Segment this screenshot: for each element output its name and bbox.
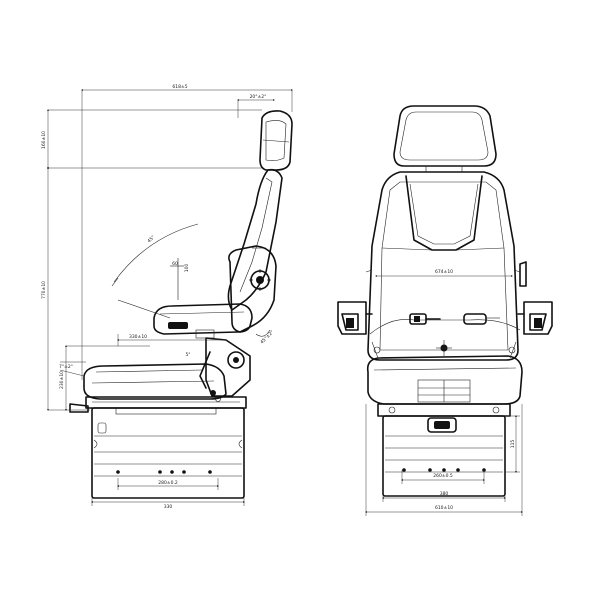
side-lower-linkage <box>195 329 251 397</box>
dim-front-base-mounting: 260±0.5 <box>433 473 453 479</box>
dim-lumbar-b: 100 <box>184 264 190 273</box>
front-left-armrest <box>337 301 381 359</box>
dim-overall-height: 770±10 <box>41 281 47 299</box>
front-right-armrest <box>508 301 553 359</box>
side-seat-cushion <box>83 363 227 400</box>
dim-overall-width: 610±10 <box>435 505 453 511</box>
dim-backrest-recline: 45° <box>146 234 156 244</box>
dim-base-mounting: 280±0.2 <box>158 480 178 486</box>
front-headrest <box>393 105 497 172</box>
dim-armrest-span: 674±10 <box>435 269 453 275</box>
dim-seat-height: 230±10 <box>59 371 65 389</box>
dim-suspension-height: 115 <box>510 440 516 449</box>
dim-base-width: 330 <box>164 504 173 510</box>
front-seat-cushion <box>366 355 523 405</box>
backrest-recline-arc <box>113 223 199 283</box>
dim-headrest-height: 160±10 <box>41 131 47 149</box>
dim-armrest-tilt: 45°±2° <box>259 329 275 345</box>
dim-lumbar-a: 60 <box>172 261 178 267</box>
side-dimension-lines <box>47 89 293 506</box>
dim-armrest-length: 330±10 <box>129 334 147 340</box>
dim-overall-depth: 618±5 <box>172 84 187 90</box>
side-headrest <box>259 110 293 171</box>
front-control-cable <box>369 313 521 356</box>
front-view: 674±10 260±0.5 380 115 610±10 <box>337 105 553 516</box>
front-dimension-lines <box>365 275 523 516</box>
side-armrest <box>153 303 253 335</box>
front-backrest <box>365 171 527 361</box>
dim-front-base-width: 380 <box>440 491 449 497</box>
dim-headrest-tilt: 20°±2° <box>250 94 267 100</box>
dim-cushion-tilt: 7°±2° <box>59 364 73 370</box>
side-recline-mechanism <box>228 245 277 333</box>
front-suspension-base <box>377 403 511 497</box>
dim-cushion-angle: 5° <box>185 352 190 358</box>
side-view: 618±5 20°±2° 160±10 770±10 45° 60 100 33… <box>41 84 293 510</box>
